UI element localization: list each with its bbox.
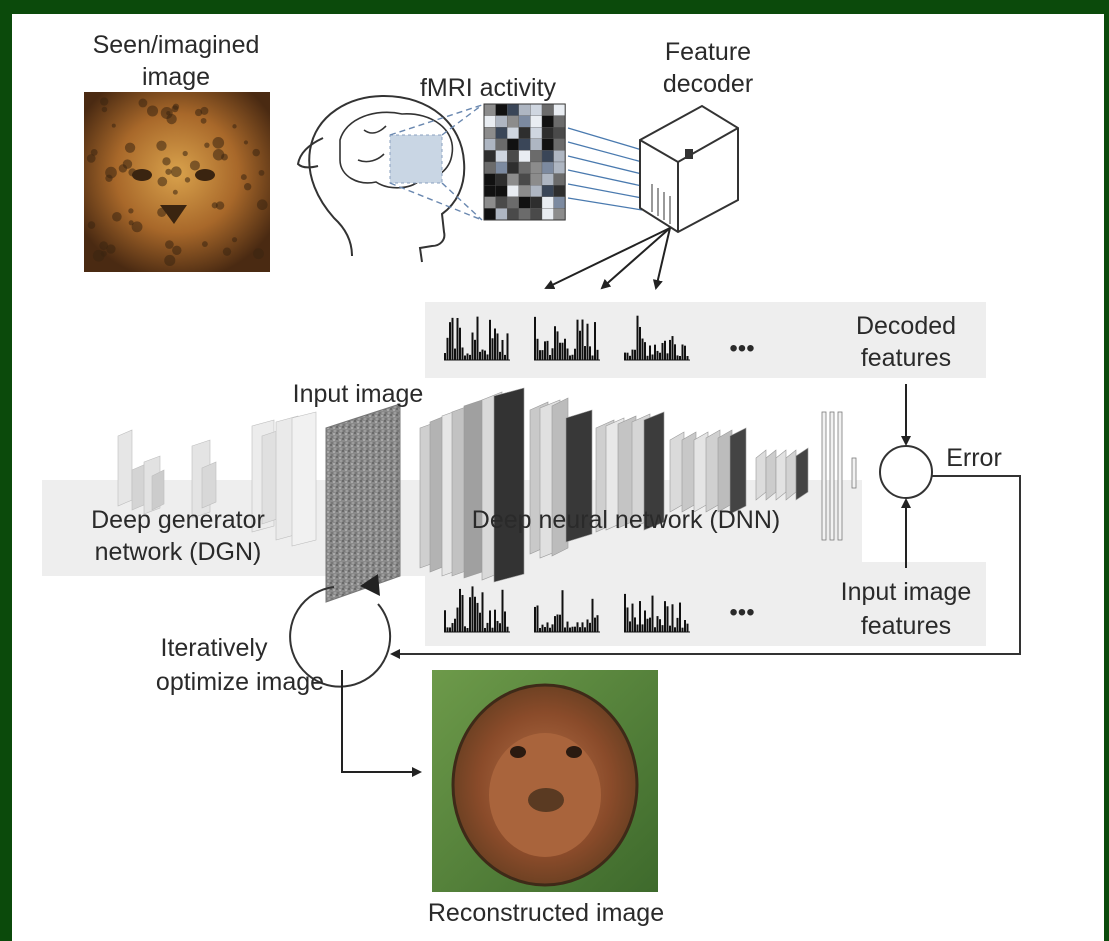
dgn-layers [117, 411, 317, 547]
input-features-ellipsis: ••• [729, 599, 754, 626]
reconstructed-image-label: Reconstructed image [428, 899, 664, 927]
dnn-label: Deep neural network (DNN) [472, 506, 780, 534]
seen-image-label-line1: Seen/imagined [93, 31, 260, 59]
fmri-grid [483, 103, 566, 221]
head-icon [296, 94, 466, 263]
input-image-noise [325, 403, 401, 603]
iteratively-label-line1: Iteratively [161, 634, 268, 662]
fmri-to-decoder-lines [567, 127, 643, 211]
input-image-features-label-line1: Input image [841, 578, 972, 606]
decoded-feature-histograms [444, 315, 690, 361]
seen-image-label-line2: image [142, 63, 210, 91]
fmri-activity-label: fMRI activity [420, 74, 557, 102]
error-label: Error [946, 444, 1002, 472]
input-image-label: Input image [293, 380, 424, 408]
dashed-projection [389, 104, 483, 221]
decoded-ellipsis: ••• [729, 335, 754, 362]
input-image-feature-histograms [444, 586, 690, 633]
reconstruction-arrow [341, 670, 422, 777]
iteratively-label-line2: optimize image [156, 668, 324, 696]
decoder-output-arrows [544, 227, 671, 290]
error-feedback-line [390, 475, 1021, 659]
feature-decoder-label-line2: decoder [663, 70, 753, 98]
dgn-label-line2: network (DGN) [95, 538, 262, 566]
dnn-layers [419, 387, 857, 583]
decoded-features-panel [425, 302, 986, 378]
seen-image [84, 92, 270, 272]
optimization-loop-arrowhead [360, 574, 380, 596]
brain-region [389, 134, 443, 184]
decoded-features-label-line1: Decoded [856, 312, 956, 340]
decoded-features-label-line2: features [861, 344, 951, 372]
feature-decoder-computer-icon [639, 104, 739, 234]
dgn-label-line1: Deep generator [91, 506, 265, 534]
reconstructed-image [432, 670, 658, 892]
feature-decoder-label-line1: Feature [665, 38, 751, 66]
optimization-loop-icon [289, 586, 392, 688]
error-node [879, 445, 933, 499]
input-image-features-label-line2: features [861, 612, 951, 640]
